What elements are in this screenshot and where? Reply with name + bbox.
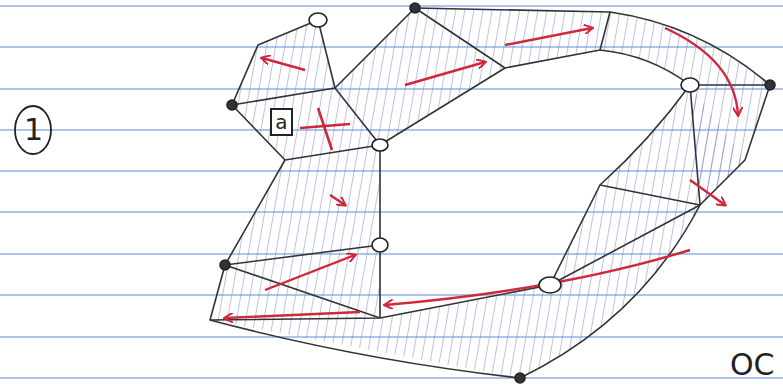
box-text: a [275, 112, 287, 132]
label-box: a [270, 108, 293, 136]
ruled-lines [0, 6, 783, 378]
corner-note: OC [730, 350, 775, 380]
red-cross [300, 108, 350, 150]
callout-number: 1 [24, 115, 43, 145]
hatched-faces [210, 8, 770, 378]
red-arrows [225, 28, 738, 318]
callout-circle [15, 106, 51, 154]
mesh-edges [210, 8, 770, 378]
vertices [220, 3, 775, 383]
